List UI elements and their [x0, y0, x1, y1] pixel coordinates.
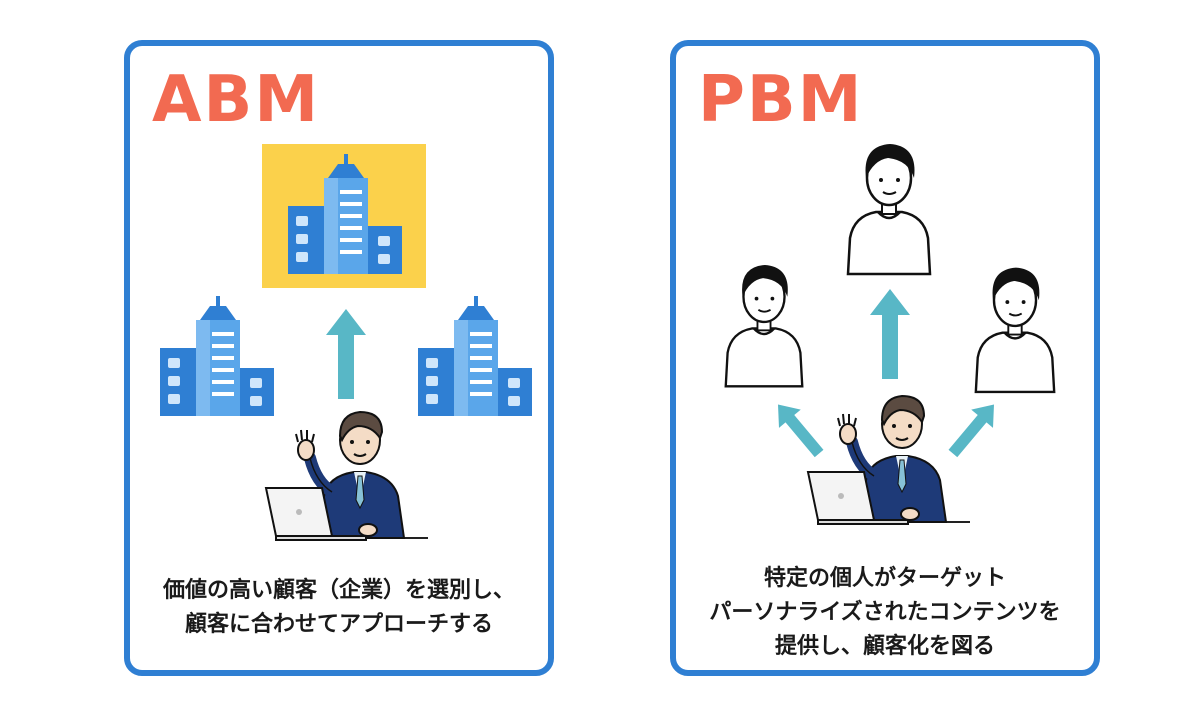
person-icon — [724, 263, 804, 388]
abm-caption: 価値の高い顧客（企業）を選別し、 顧客に合わせてアプローチする — [130, 574, 548, 642]
pbm-caption-line: 特定の個人がターゲット — [763, 566, 1006, 591]
abm-caption-line: 価値の高い顧客（企業）を選別し、 — [162, 578, 515, 603]
arrow-left-icon — [767, 395, 831, 463]
arrow-up-icon — [326, 309, 366, 399]
building-icon — [418, 296, 532, 416]
pbm-caption-line: 提供し、顧客化を図る — [774, 634, 995, 659]
person-icon — [846, 142, 932, 276]
abm-card: ABM 価値の高い顧客（企業）を選別し、 顧客に合わせてアプローチする — [124, 40, 554, 676]
person-icon — [974, 266, 1056, 394]
abm-illustration — [160, 144, 532, 670]
businessman-laptop-icon — [266, 412, 428, 540]
pbm-card: PBM 特定の個人がターゲット パーソナライズされたコンテンツを 提供し、顧客化… — [670, 40, 1100, 676]
arrow-up-icon — [870, 289, 910, 379]
building-icon — [160, 296, 274, 416]
pbm-title: PBM — [698, 63, 864, 137]
abm-title: ABM — [152, 63, 320, 137]
businessman-laptop-icon — [808, 396, 970, 524]
pbm-caption: 特定の個人がターゲット パーソナライズされたコンテンツを 提供し、顧客化を図る — [676, 562, 1094, 664]
pbm-caption-line: パーソナライズされたコンテンツを — [709, 600, 1061, 625]
abm-caption-line: 顧客に合わせてアプローチする — [184, 612, 493, 637]
arrow-right-icon — [941, 395, 1005, 463]
